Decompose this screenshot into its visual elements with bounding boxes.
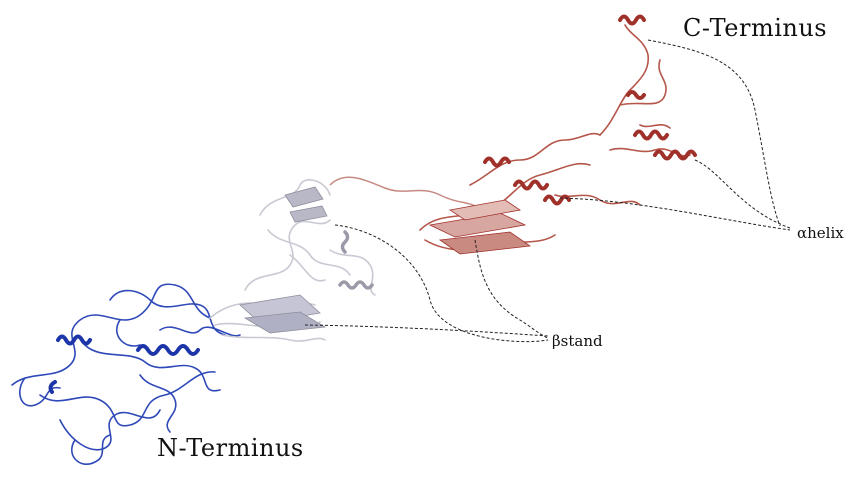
n-terminal-helix — [51, 337, 198, 393]
leader-lines — [305, 40, 790, 342]
c-terminus-label: C-Terminus — [683, 14, 827, 42]
n-terminus-label: N-Terminus — [157, 434, 304, 462]
beta-strand-label: βstand — [552, 332, 603, 350]
c-terminal-helices — [485, 17, 695, 204]
middle-helix — [340, 232, 372, 288]
c-terminal-sheet — [430, 200, 530, 254]
linker-loop — [330, 177, 480, 210]
alpha-helix-label: αhelix — [797, 224, 844, 242]
